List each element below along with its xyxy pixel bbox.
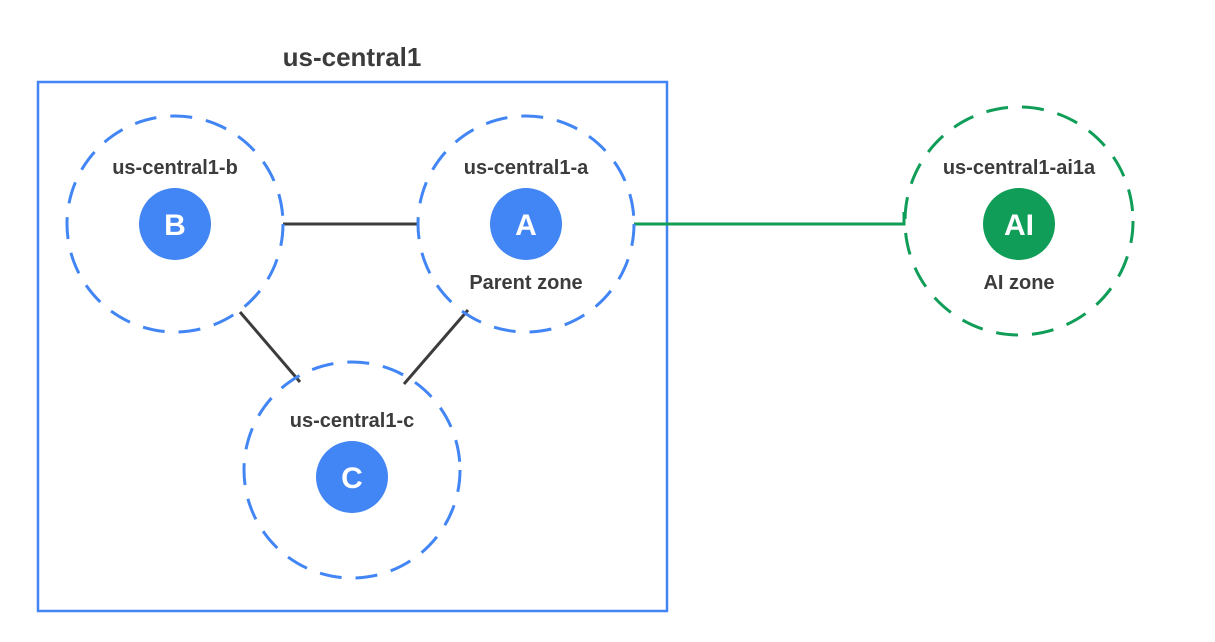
zone-boundary (416, 114, 636, 334)
zone-a: us-central1-a A Parent zone (416, 114, 636, 334)
zone-caption: AI zone (983, 272, 1054, 294)
zone-letter: B (164, 209, 186, 242)
zone-node (139, 188, 211, 260)
zone-name: us-central1-c (290, 410, 415, 432)
zone-c: us-central1-c C (242, 360, 462, 580)
zone-node (490, 188, 562, 260)
link-a-ai (634, 212, 906, 226)
zone-ai: us-central1-ai1a AI AI zone (903, 105, 1135, 337)
zone-caption: Parent zone (469, 272, 582, 294)
zone-boundary (903, 105, 1135, 337)
zone-letter: A (515, 209, 537, 242)
region-box (36, 80, 669, 613)
zone-letter: C (341, 462, 363, 495)
zone-node (316, 441, 388, 513)
zone-boundary (242, 360, 462, 580)
zone-node (983, 188, 1055, 260)
region-title: us-central1 (283, 42, 422, 72)
zone-b: us-central1-b B (65, 114, 285, 334)
zone-name: us-central1-ai1a (943, 157, 1096, 179)
zone-letter: AI (1004, 209, 1034, 242)
zone-name: us-central1-b (112, 157, 238, 179)
link-a-c (402, 309, 470, 385)
link-b-c (238, 311, 302, 383)
zone-name: us-central1-a (464, 157, 589, 179)
zone-boundary (65, 114, 285, 334)
